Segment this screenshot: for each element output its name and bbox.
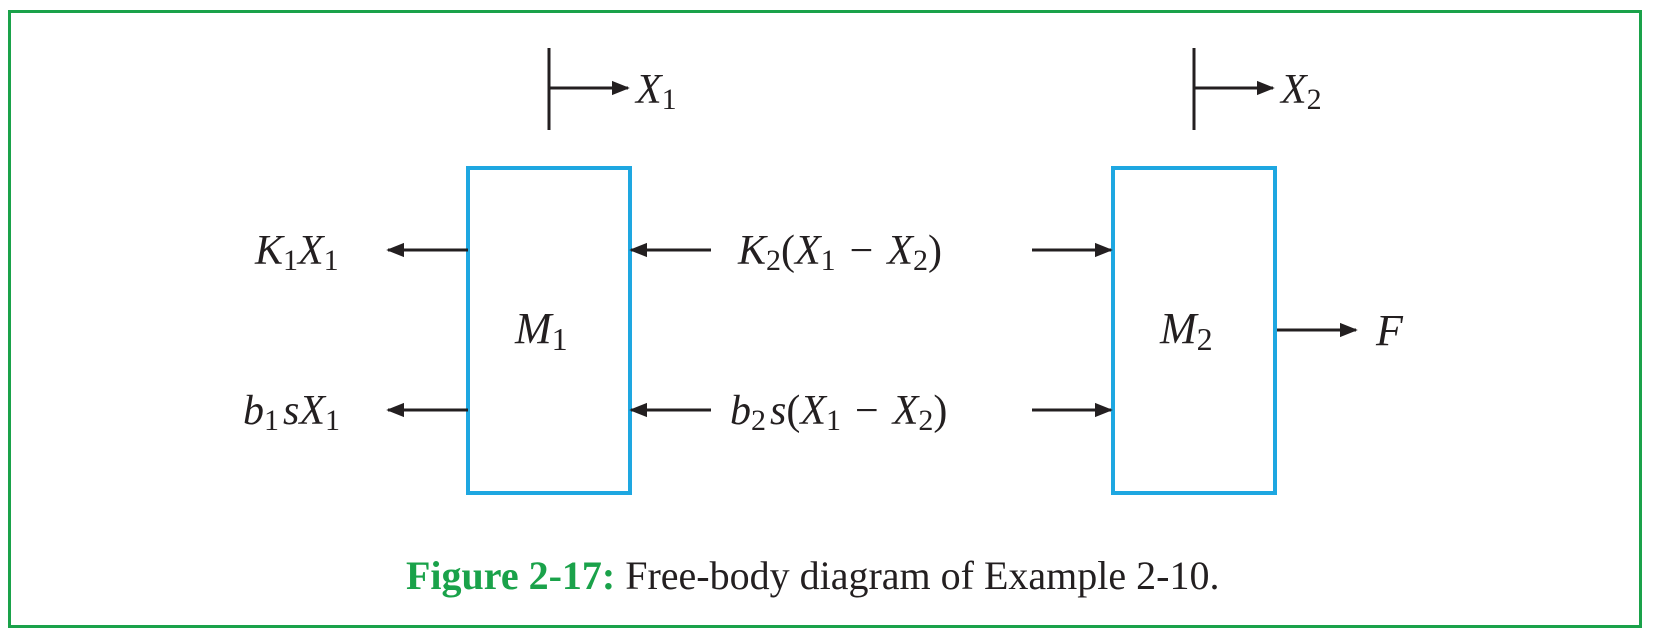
applied-force-label: F (1375, 306, 1404, 355)
disp2-label: X2 (1279, 67, 1322, 116)
displacement-x1-marker (547, 48, 630, 130)
mass1-block (466, 166, 632, 495)
k1x1-label: K1X1 (254, 228, 339, 277)
b2-coupling-label: b2s(X1−X2) (730, 388, 947, 437)
mass2-label: M2 (1159, 304, 1213, 357)
b1sx1-label: b1sX1 (243, 388, 340, 437)
k2-coupling-label: K2(X1−X2) (737, 228, 942, 277)
caption-text: Free-body diagram of Example 2-10. (625, 553, 1219, 598)
caption-label: Figure 2-17: (406, 553, 615, 598)
displacement-x2-marker (1192, 48, 1275, 130)
mass1-label: M1 (514, 304, 568, 357)
figure-caption: Figure 2-17:Free-body diagram of Example… (406, 553, 1219, 598)
mass2-block (1111, 166, 1277, 495)
figure-frame (8, 10, 1642, 628)
disp1-label: X1 (634, 67, 677, 116)
